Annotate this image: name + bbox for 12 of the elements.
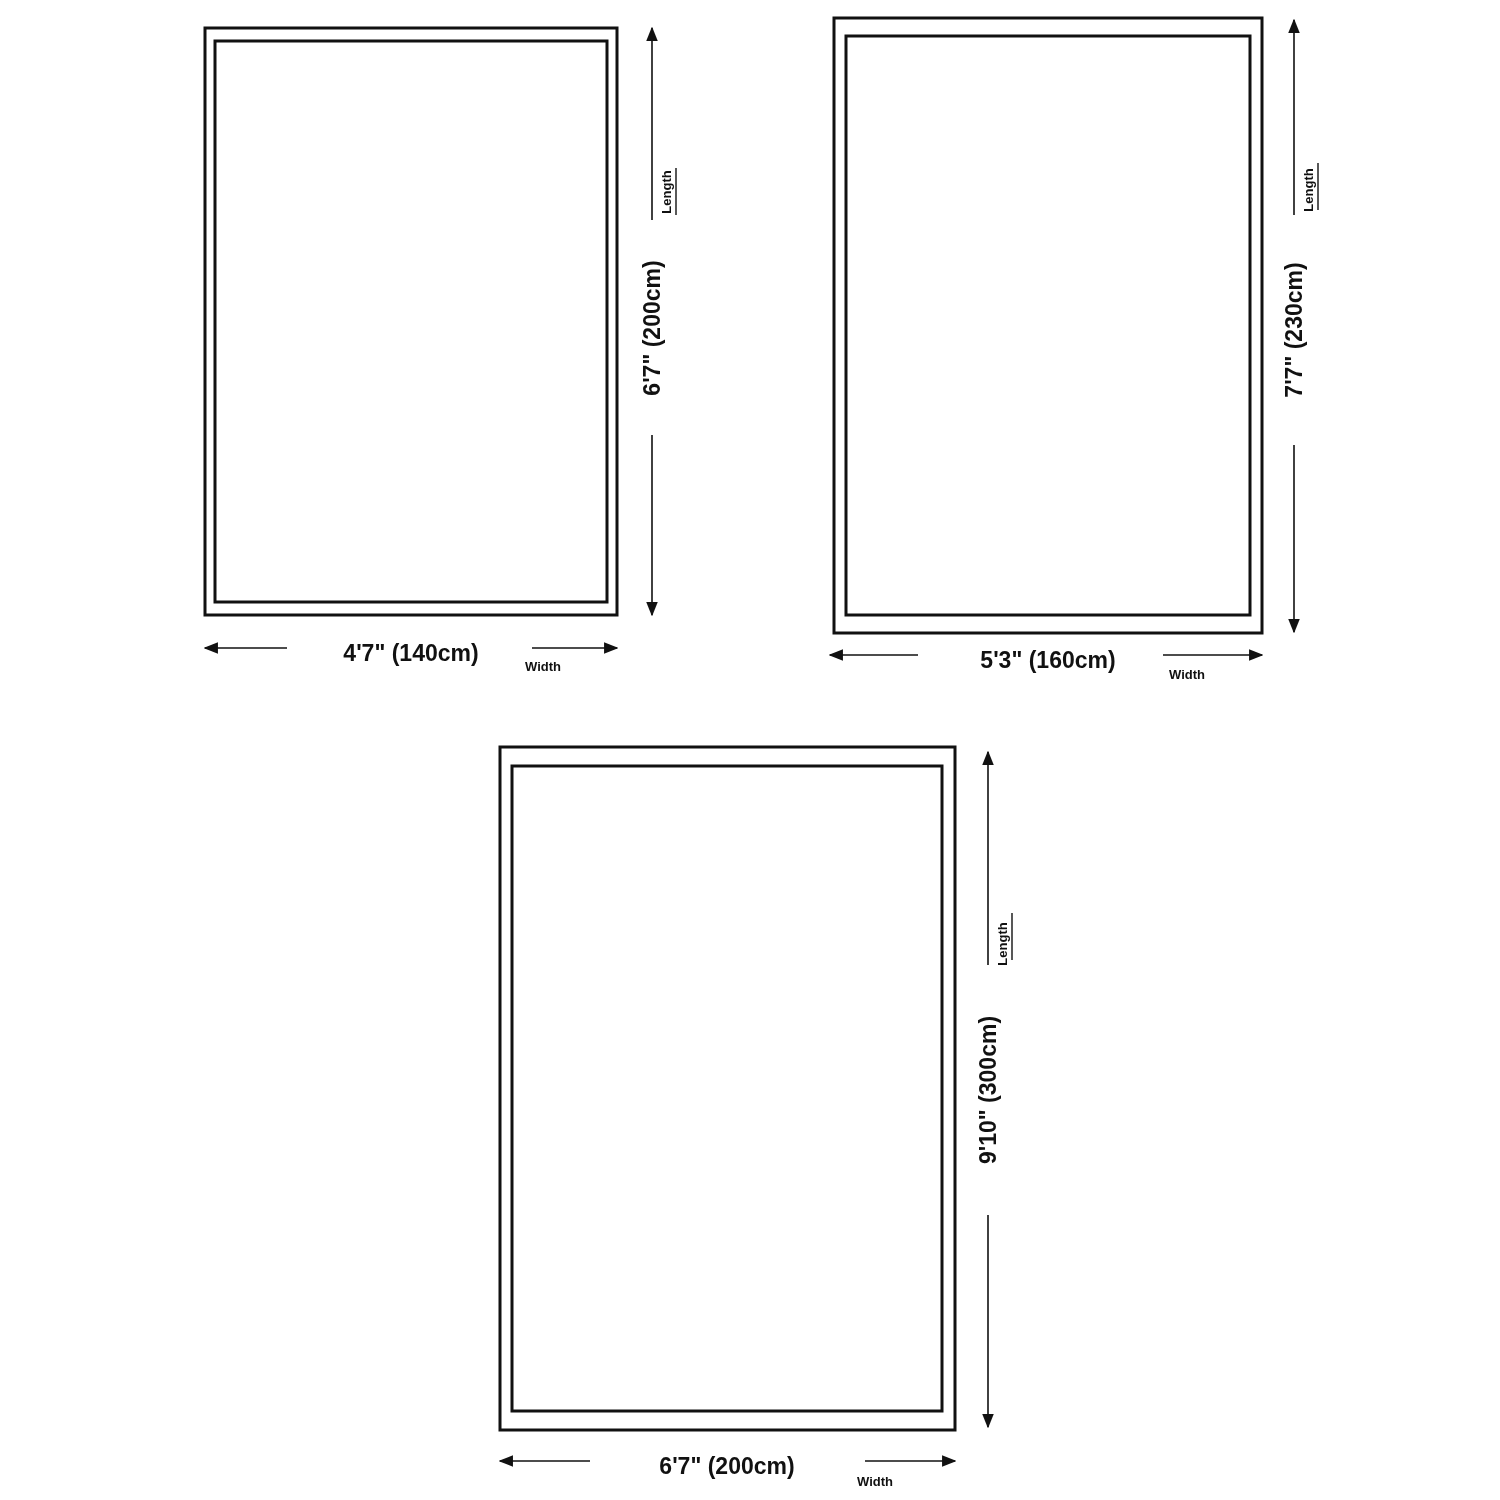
dimension-label: 5'3" (160cm): [980, 648, 1116, 672]
dimension-label: 6'7" (200cm): [640, 260, 664, 396]
dimension-label: 7'7" (230cm): [1282, 262, 1306, 398]
axis-label: Length: [995, 922, 1009, 966]
dimension-label: 9'10" (300cm): [976, 1015, 1000, 1165]
axis-label: Length: [659, 170, 673, 214]
axis-label: Length: [1301, 168, 1315, 212]
axis-label: Width: [525, 659, 561, 673]
axis-label: Width: [857, 1474, 893, 1488]
dimension-label: 4'7" (140cm): [343, 641, 479, 665]
dimension-label: 6'7" (200cm): [659, 1454, 795, 1478]
axis-label: Width: [1169, 667, 1205, 681]
